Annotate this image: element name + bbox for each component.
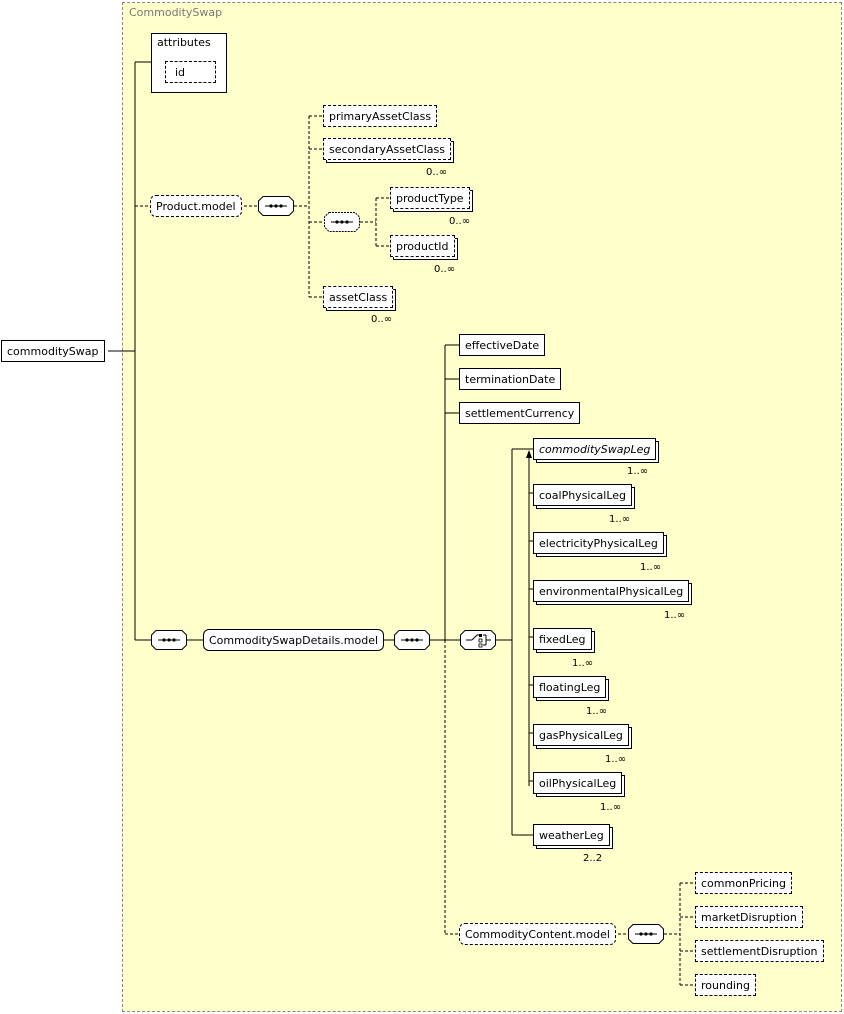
choice-compositor-icon[interactable] [460, 630, 496, 650]
sequence-compositor-icon[interactable] [324, 212, 360, 232]
cardinality-leg: 1..∞ [600, 802, 622, 813]
commodityswap-type-frame [122, 2, 842, 1012]
commoditycontent-model-group[interactable]: CommodityContent.model [459, 923, 616, 945]
root-element-commodityswap[interactable]: commoditySwap [1, 340, 105, 362]
element-weatherleg[interactable]: weatherLeg [533, 824, 610, 846]
element-floatingleg[interactable]: floatingLeg [533, 676, 607, 698]
sequence-compositor-icon[interactable] [394, 630, 430, 650]
element-oilphysicalleg[interactable]: oilPhysicalLeg [533, 772, 623, 794]
element-commonpricing[interactable]: commonPricing [695, 872, 792, 894]
cardinality-leg: 1..∞ [586, 706, 608, 717]
frame-title: CommoditySwap [129, 6, 223, 19]
element-settlementcurrency[interactable]: settlementCurrency [459, 402, 581, 424]
element-gasphysicalleg[interactable]: gasPhysicalLeg [533, 724, 629, 746]
cardinality-leg: 1..∞ [640, 562, 662, 573]
cardinality-leg: 1..∞ [609, 514, 631, 525]
cardinality-leg: 1..∞ [572, 658, 594, 669]
element-commodityswapleg[interactable]: commoditySwapLeg [533, 438, 657, 460]
cardinality-leg: 1..∞ [605, 754, 627, 765]
element-environmentalphysicalleg[interactable]: environmentalPhysicalLeg [533, 580, 690, 602]
cardinality-assetclass: 0..∞ [371, 314, 393, 325]
element-productid[interactable]: productId [390, 235, 455, 257]
element-rounding[interactable]: rounding [695, 974, 756, 996]
element-effectivedate[interactable]: effectiveDate [459, 334, 546, 356]
element-marketdisruption[interactable]: marketDisruption [695, 906, 803, 928]
sequence-compositor-icon[interactable] [628, 924, 664, 944]
cardinality-leg: 1..∞ [627, 466, 649, 477]
element-terminationdate[interactable]: terminationDate [459, 368, 562, 390]
element-fixedleg[interactable]: fixedLeg [533, 628, 592, 650]
cardinality-leg: 1..∞ [664, 610, 686, 621]
sequence-compositor-icon[interactable] [151, 630, 187, 650]
element-settlementdisruption[interactable]: settlementDisruption [695, 940, 824, 962]
element-secondaryassetclass[interactable]: secondaryAssetClass [323, 138, 452, 160]
cardinality-secondaryassetclass: 0..∞ [426, 167, 448, 178]
element-assetclass[interactable]: assetClass [323, 286, 394, 308]
attributes-group[interactable]: attributes id [151, 33, 227, 93]
cardinality-producttype: 0..∞ [449, 216, 471, 227]
element-producttype[interactable]: productType [390, 187, 470, 209]
element-electricityphysicalleg[interactable]: electricityPhysicalLeg [533, 532, 664, 554]
sequence-compositor-icon[interactable] [258, 196, 294, 216]
cardinality-weatherleg: 2..2 [583, 853, 603, 864]
product-model-group[interactable]: Product.model [150, 195, 242, 217]
element-coalphysicalleg[interactable]: coalPhysicalLeg [533, 484, 633, 506]
attribute-id[interactable]: id [165, 61, 216, 83]
commodityswapdetails-model-group[interactable]: CommoditySwapDetails.model [203, 629, 385, 651]
cardinality-productid: 0..∞ [434, 264, 456, 275]
attributes-label: attributes [157, 36, 211, 49]
element-primaryassetclass[interactable]: primaryAssetClass [323, 105, 438, 127]
